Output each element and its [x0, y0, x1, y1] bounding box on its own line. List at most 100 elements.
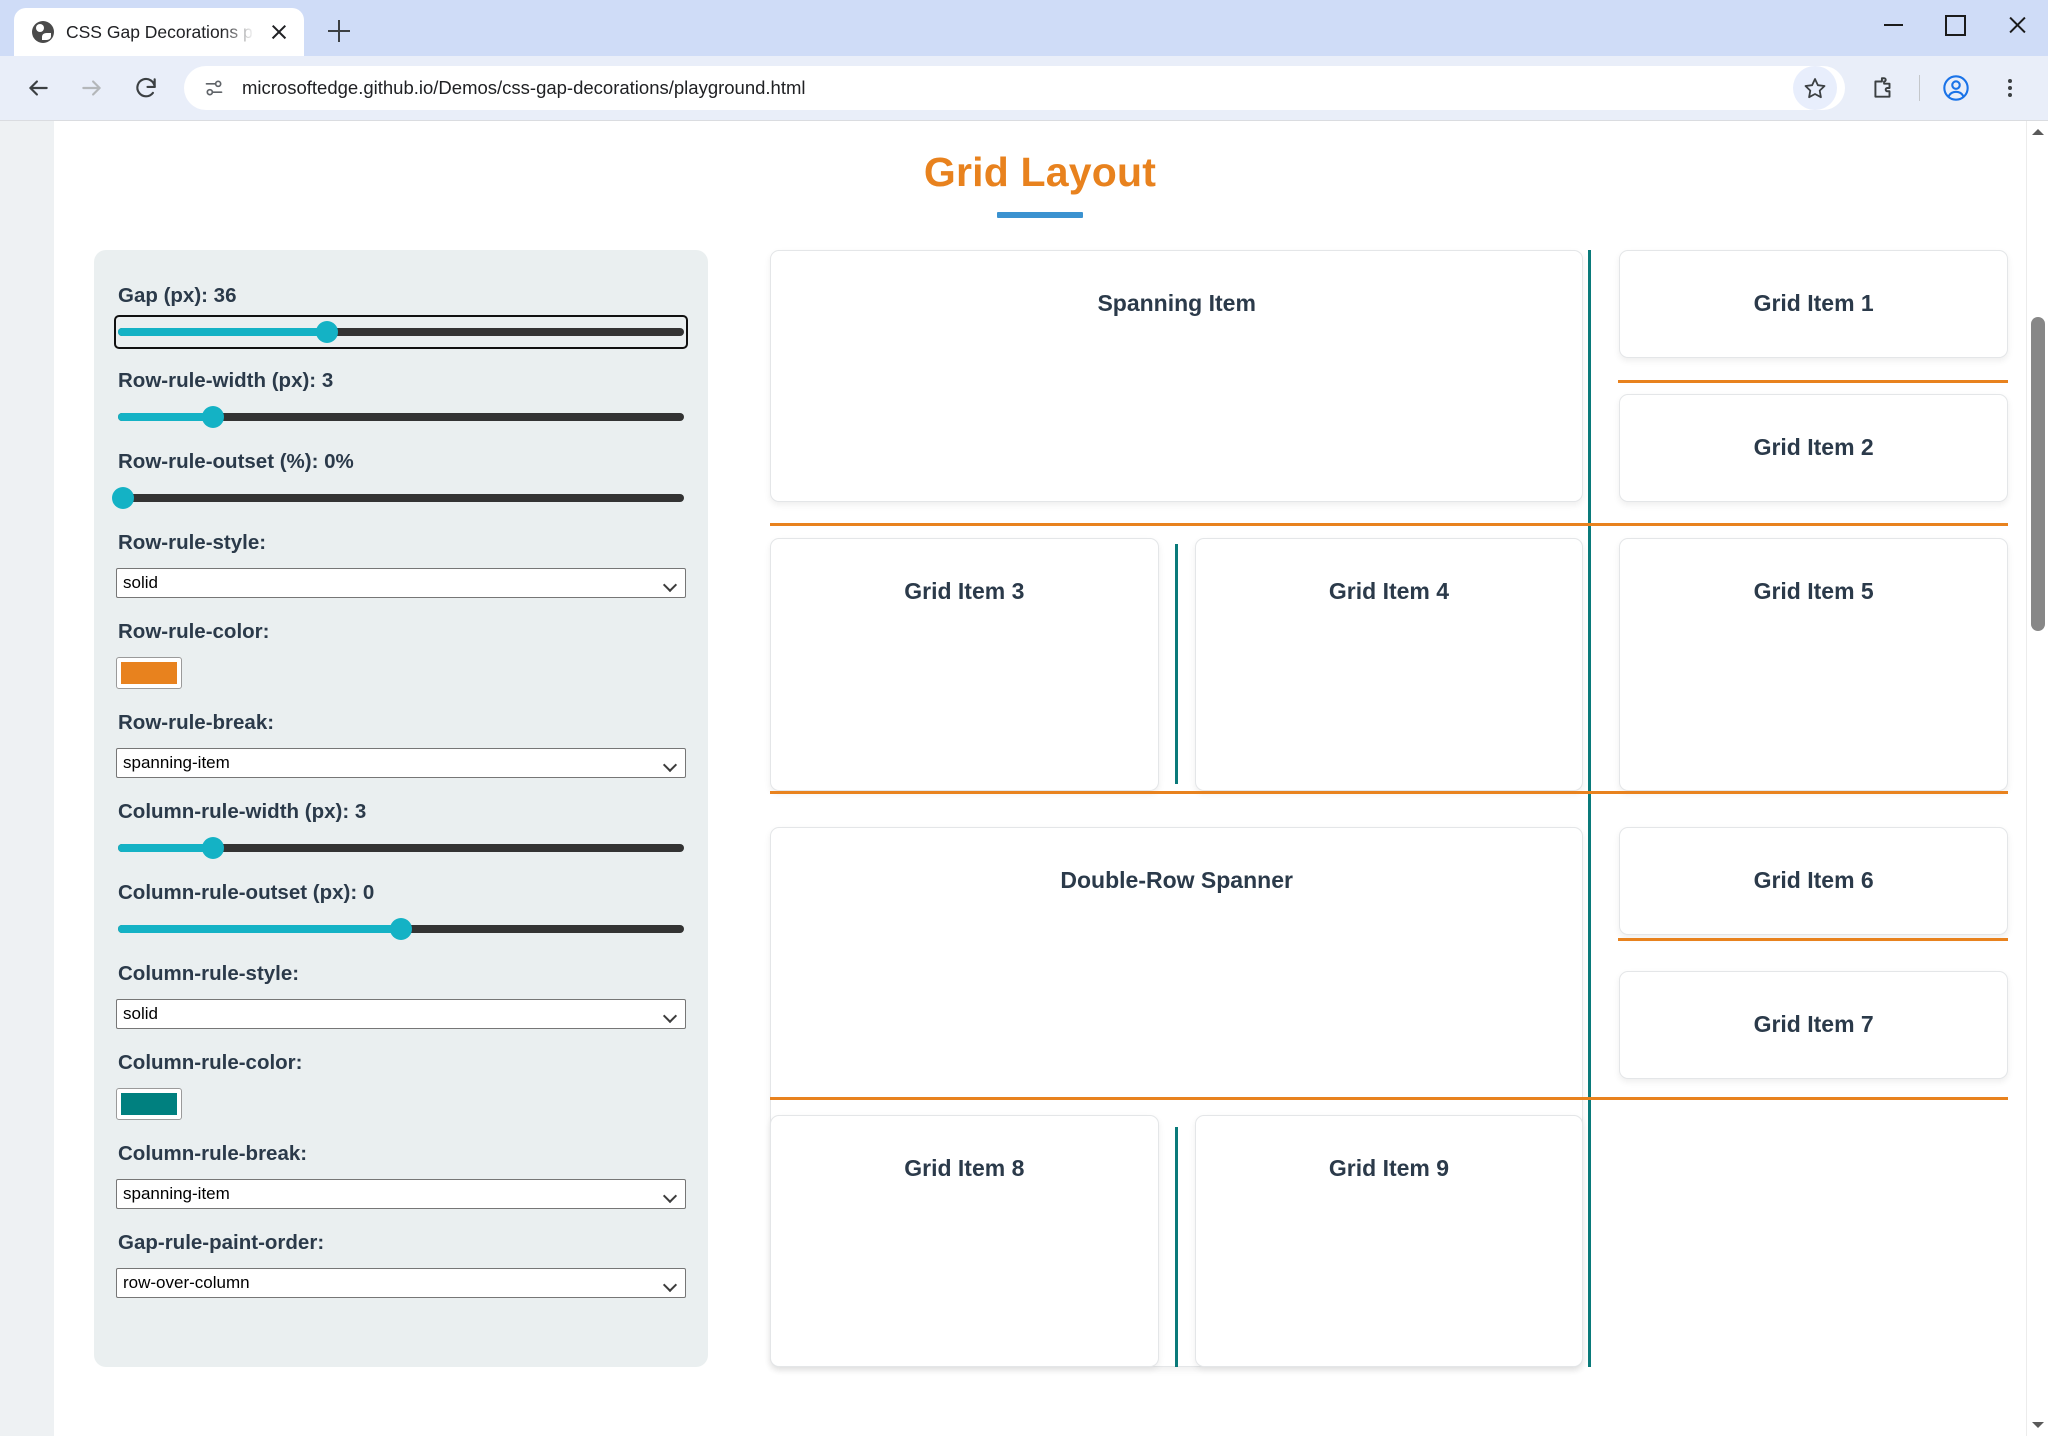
color-picker-column-rule-color[interactable]	[116, 1088, 182, 1120]
chevron-down-icon	[665, 760, 677, 767]
select-value-row-rule-style: solid	[123, 573, 158, 592]
grid-item-spanning-item[interactable]: Spanning Item	[770, 250, 1584, 503]
control-row-rule-color: Row-rule-color:	[116, 620, 686, 689]
slider-track	[118, 413, 684, 421]
select-value-gap-rule-paint-order: row-over-column	[123, 1273, 250, 1292]
omnibox-actions	[1793, 66, 1837, 110]
new-tab-button[interactable]	[318, 10, 360, 52]
title-underline	[997, 212, 1083, 218]
grid-item-label-5[interactable]: Grid Item 5	[1619, 538, 2008, 791]
grid-item-label-8[interactable]: Grid Item 8	[770, 1114, 1159, 1367]
browser-tab[interactable]: CSS Gap Decorations playground	[14, 8, 304, 56]
address-bar[interactable]: microsoftedge.github.io/Demos/css-gap-de…	[184, 66, 1845, 110]
control-gap: Gap (px): 36	[114, 284, 688, 349]
slider-fill	[118, 328, 328, 336]
select-value-column-rule-style: solid	[123, 1004, 158, 1023]
minimize-button[interactable]	[1862, 0, 1924, 50]
control-label-gap-rule-paint-order: Gap-rule-paint-order:	[118, 1231, 325, 1254]
scrollbar-thumb[interactable]	[2031, 317, 2045, 631]
control-label-row-rule-break: Row-rule-break:	[118, 711, 275, 734]
browser-toolbar: microsoftedge.github.io/Demos/css-gap-de…	[0, 56, 2048, 120]
control-label-gap: Gap (px): 36	[118, 284, 237, 307]
page-left-gutter	[0, 121, 54, 1436]
page-viewport: Grid Layout Gap (px): 36	[0, 120, 2048, 1436]
control-row-rule-width: Row-rule-width (px): 3	[116, 369, 686, 428]
control-gap-rule-paint-order: Gap-rule-paint-order: row-over-column	[116, 1231, 686, 1298]
url-text: microsoftedge.github.io/Demos/css-gap-de…	[242, 77, 806, 98]
select-column-rule-break[interactable]: spanning-item	[116, 1179, 686, 1209]
select-value-row-rule-break: spanning-item	[123, 753, 230, 772]
color-picker-row-rule-color[interactable]	[116, 657, 182, 689]
reload-button[interactable]	[122, 64, 170, 112]
tab-title: CSS Gap Decorations playground	[66, 21, 254, 42]
vertical-scrollbar[interactable]	[2026, 121, 2048, 1436]
slider-row-rule-outset[interactable]	[112, 487, 686, 509]
web-page: Grid Layout Gap (px): 36	[54, 121, 2026, 1436]
maximize-button[interactable]	[1924, 0, 1986, 50]
scroll-up-arrow-icon[interactable]	[2027, 121, 2048, 143]
control-label-row-rule-color: Row-rule-color:	[118, 620, 270, 643]
grid-item-label-9[interactable]: Grid Item 9	[1194, 1114, 1584, 1367]
control-column-rule-outset: Column-rule-outset (px): 0	[116, 881, 686, 940]
select-row-rule-style[interactable]: solid	[116, 568, 686, 598]
close-window-button[interactable]	[1986, 0, 2048, 50]
slider-row-rule-width[interactable]	[116, 406, 686, 428]
slider-thumb[interactable]	[201, 406, 224, 428]
grid-cell-empty	[1619, 1115, 2008, 1367]
three-dot-menu-icon[interactable]	[1986, 64, 2034, 112]
slider-track	[118, 494, 684, 502]
slider-thumb[interactable]	[112, 487, 135, 509]
chevron-down-icon	[665, 1011, 677, 1018]
color-swatch-fill	[121, 662, 177, 684]
select-column-rule-style[interactable]: solid	[116, 999, 686, 1029]
select-gap-rule-paint-order[interactable]: row-over-column	[116, 1268, 686, 1298]
control-label-column-rule-outset: Column-rule-outset (px): 0	[118, 881, 375, 904]
slider-column-rule-outset[interactable]	[116, 918, 686, 940]
toolbar-divider	[1919, 75, 1920, 101]
close-icon[interactable]	[266, 19, 292, 45]
grid-item-label-1[interactable]: Grid Item 1	[1619, 250, 2008, 359]
chevron-down-icon	[665, 1191, 677, 1198]
controls-panel: Gap (px): 36 Row-rule-width (px): 3	[94, 250, 708, 1367]
back-button[interactable]	[14, 64, 62, 112]
control-column-rule-color: Column-rule-color:	[116, 1051, 686, 1120]
grid-item-label-4[interactable]: Grid Item 4	[1194, 538, 1584, 791]
grid-item-label-3[interactable]: Grid Item 3	[770, 538, 1159, 791]
puzzle-piece-icon[interactable]	[1859, 64, 1907, 112]
slider-fill	[118, 925, 401, 933]
control-row-rule-outset: Row-rule-outset (%): 0%	[112, 450, 686, 509]
slider-gap[interactable]	[114, 315, 688, 349]
slider-track	[118, 328, 684, 336]
control-label-column-rule-color: Column-rule-color:	[118, 1051, 303, 1074]
control-row-rule-break: Row-rule-break: spanning-item	[116, 711, 686, 778]
control-label-column-rule-break: Column-rule-break:	[118, 1142, 308, 1165]
forward-button[interactable]	[68, 64, 116, 112]
chevron-down-icon	[665, 1280, 677, 1287]
account-avatar-icon[interactable]	[1932, 64, 1980, 112]
page-title: Grid Layout	[923, 149, 1157, 195]
page-content: Gap (px): 36 Row-rule-width (px): 3	[54, 250, 2026, 1367]
grid-item-label-2[interactable]: Grid Item 2	[1619, 394, 2008, 503]
grid-demo-area: Spanning Item Grid Item 1 Grid Item 2 Gr…	[770, 250, 2008, 1367]
window-controls	[1862, 0, 2048, 50]
scroll-down-arrow-icon[interactable]	[2027, 1414, 2048, 1436]
slider-thumb[interactable]	[390, 918, 412, 940]
slider-thumb[interactable]	[315, 321, 338, 343]
star-icon[interactable]	[1793, 66, 1837, 110]
chevron-down-icon	[665, 580, 677, 587]
grid-item-label-6[interactable]: Grid Item 6	[1619, 826, 2008, 935]
select-row-rule-break[interactable]: spanning-item	[116, 748, 686, 778]
control-label-column-rule-width: Column-rule-width (px): 3	[118, 800, 367, 823]
control-column-rule-style: Column-rule-style: solid	[116, 962, 686, 1029]
slider-thumb[interactable]	[201, 837, 224, 859]
grid-item-label-7[interactable]: Grid Item 7	[1619, 970, 2008, 1079]
grid-overlay: Spanning Item Grid Item 1 Grid Item 2 Gr…	[770, 250, 2008, 1367]
control-label-row-rule-outset: Row-rule-outset (%): 0%	[118, 450, 354, 473]
slider-fill	[118, 413, 215, 421]
control-label-column-rule-style: Column-rule-style:	[118, 962, 300, 985]
color-swatch-fill	[121, 1093, 177, 1115]
slider-column-rule-width[interactable]	[116, 837, 686, 859]
permissions-icon[interactable]	[198, 72, 230, 104]
select-value-column-rule-break: spanning-item	[123, 1184, 230, 1203]
